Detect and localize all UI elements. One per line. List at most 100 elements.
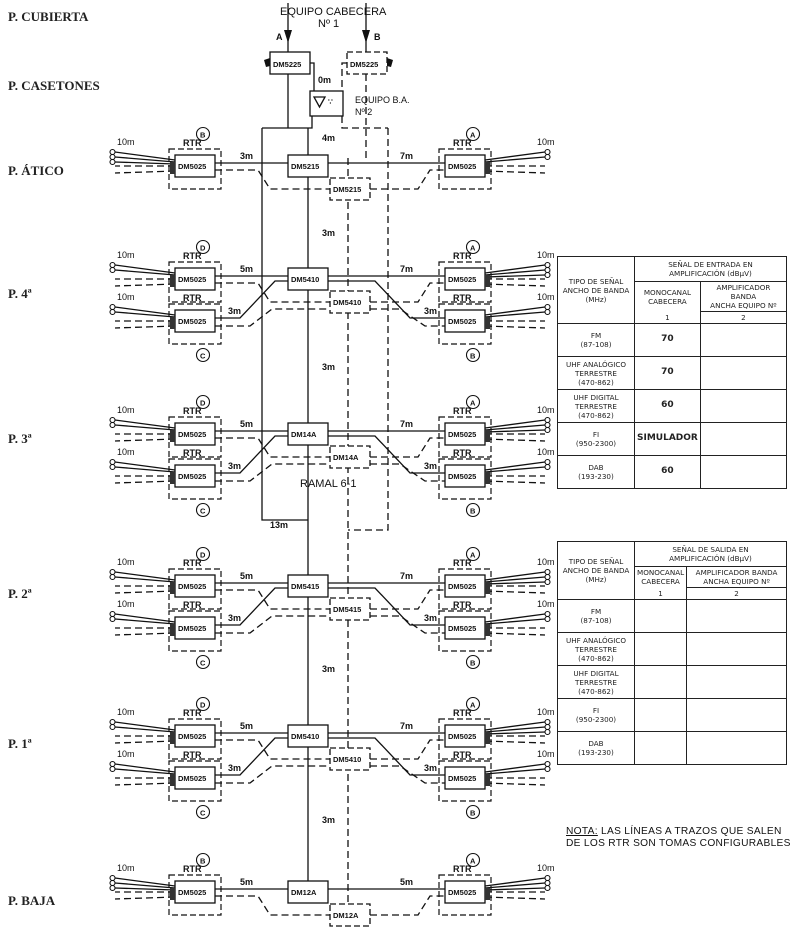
- p3-run-left-bottom: [215, 435, 288, 474]
- p4-left-1-drop-length: 10m: [117, 292, 135, 302]
- p2-right-1-configurable-outlet: [484, 632, 546, 636]
- ramal-label: RAMAL 6-1: [300, 478, 356, 490]
- baja-splitter-main: [287, 880, 329, 904]
- atico-right-0-outlet-icon: [544, 148, 551, 156]
- baja-left-0-rtr-enclosure: [168, 874, 222, 916]
- p2-right-0-outlet-cable: [484, 571, 546, 581]
- p4-left-0-outlet-cable: [114, 269, 176, 276]
- floor-label-cubierta: P. CUBIERTA: [8, 9, 89, 24]
- output-table-row: FI(950-2300): [557, 698, 787, 732]
- atico-splitter-alt-label: DM5215: [333, 185, 361, 194]
- p2-left-0-tag: D: [200, 551, 206, 560]
- p3-left-1-outlet-icon: [109, 463, 116, 471]
- p2-splitter-main-label: DM5415: [291, 582, 319, 591]
- p3-right-0-outlet-cable: [484, 429, 546, 433]
- input-table-row-col1: 70: [634, 323, 701, 357]
- atico-left-0-outlet-cable: [114, 156, 176, 163]
- amp-b-plug-icon: [387, 58, 393, 67]
- p1-left-1-outlet-cable: [114, 763, 176, 773]
- baja-right-0-configurable-outlet: [484, 896, 546, 900]
- baja-left-0-tag-circle: [195, 852, 211, 868]
- p4-right-0-outlet-cable: [484, 269, 546, 276]
- p1-right-1-outlet-cable: [484, 768, 546, 775]
- ba-title: EQUIPO B.A.: [355, 95, 410, 105]
- atico-left-0-outlet-icon: [109, 148, 116, 156]
- riser-label-p4-p3: 3m: [322, 362, 335, 372]
- note-text-1: LAS LÍNEAS A TRAZOS QUE SALEN: [597, 826, 782, 837]
- p1-splitter-main-label: DM5410: [291, 732, 319, 741]
- p3-left-1-outlet-cable: [114, 466, 176, 473]
- floor-label-casetones: P. CASETONES: [8, 78, 100, 93]
- p3-left-1-unit-label: DM5025: [178, 472, 206, 481]
- p1-alt-right-bottom: [370, 765, 445, 784]
- atico-left-0-rtr-enclosure: [168, 148, 222, 190]
- p1-right-0-connector-icon: [485, 732, 490, 744]
- headend-title: EQUIPO CABECERA: [280, 6, 387, 18]
- p2-left-1-connector-icon: [170, 624, 175, 636]
- floor-label-p4: P. 4ª: [8, 286, 32, 301]
- input-table-row-type: DAB(193-230): [557, 455, 635, 489]
- p4-left-1-outlet-cable: [114, 306, 176, 316]
- p2-right-0-outlet-cable: [484, 581, 546, 585]
- baja-run-right-top-label: 5m: [400, 877, 413, 887]
- p2-left-1-rtr-label: RTR: [183, 600, 202, 610]
- p3-left-1-outlet-icon: [109, 458, 116, 466]
- ba-amp-symbol: ∵: [328, 97, 333, 106]
- p2-left-0-outlet-cable: [114, 571, 176, 581]
- p4-right-0-configurable-outlet: [484, 283, 546, 287]
- p3-left-0-unit-label: DM5025: [178, 430, 206, 439]
- p1-left-1-tag: C: [200, 809, 206, 818]
- p1-right-0-unit-label: DM5025: [448, 732, 476, 741]
- input-table-row-col2: [699, 356, 788, 390]
- p3-right-1-unit-label: DM5025: [448, 472, 476, 481]
- p2-right-1-outlet-icon: [544, 610, 551, 618]
- input-table-row-col1: 60: [634, 455, 701, 489]
- p3-right-1-connector-icon: [485, 472, 490, 484]
- p4-right-0-connector-icon: [485, 275, 490, 287]
- baja-right-0-outlet-cable: [484, 877, 546, 887]
- input-table-row-col2: [699, 455, 788, 489]
- floor-label-atico: P. ÁTICO: [8, 163, 64, 178]
- p2-run-left-bottom-label: 3m: [228, 613, 241, 623]
- p4-splitter-main: [287, 267, 329, 291]
- input-table-row-col1: SIMULADOR: [634, 422, 701, 456]
- p2-right-0-rtr-enclosure: [438, 568, 492, 610]
- p4-right-1-rtr-enclosure: [438, 303, 492, 345]
- amplifier-triangle-icon: [312, 96, 327, 109]
- p3-left-0-rtr-label: RTR: [183, 406, 202, 416]
- p4-left-0-rtr-enclosure: [168, 261, 222, 303]
- p1-right-0-rtr-label: RTR: [453, 708, 472, 718]
- p2-left-0-unit-label: DM5025: [178, 582, 206, 591]
- amp-a-plug-icon: [264, 58, 270, 67]
- p1-run-left-bottom: [215, 737, 288, 776]
- p2-right-0-outlet-icon: [544, 573, 551, 581]
- p1-right-1-outlet-icon: [544, 760, 551, 768]
- p2-left-0-configurable-outlet: [114, 590, 176, 594]
- p3-left-0-tag: D: [200, 399, 206, 408]
- p4-left-0-outlet-cable: [114, 264, 176, 274]
- atico-left-0-tag-circle: [195, 126, 211, 142]
- riser-label-p3-p2: 13m: [270, 520, 288, 530]
- atico-left-0-outlet-icon: [109, 158, 116, 166]
- p1-right-0-rtr-enclosure: [438, 718, 492, 760]
- baja-left-0-drop-length: 10m: [117, 863, 135, 873]
- p1-right-1-connector-icon: [485, 774, 490, 786]
- p3-alt-left-bottom: [215, 463, 330, 482]
- amp-a-label: DM5225: [273, 60, 301, 69]
- input-table-col2-number: 2: [699, 311, 788, 324]
- p3-run-left-top-label: 5m: [240, 419, 253, 429]
- input-table-row: DAB(193-230)60: [557, 455, 788, 489]
- p1-right-1-unit-label: DM5025: [448, 774, 476, 783]
- p1-right-0-outlet-icon: [544, 718, 551, 726]
- p3-left-0-configurable-outlet: [114, 438, 176, 442]
- headend-number: Nº 1: [318, 18, 339, 30]
- p3-left-0-outlet-cable: [114, 424, 176, 431]
- p3-right-0-rtr-enclosure: [438, 416, 492, 458]
